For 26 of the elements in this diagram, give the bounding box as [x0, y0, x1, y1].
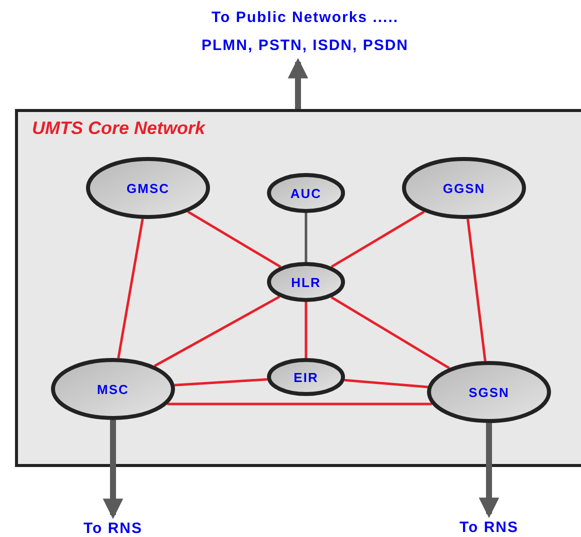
panel-heading: UMTS Core Network: [32, 118, 206, 139]
element-label: GMSC: [126, 180, 170, 196]
arrow: [288, 58, 308, 109]
connection-line: [167, 402, 432, 406]
connection-line: [344, 378, 428, 388]
connection-line: [174, 378, 268, 386]
element-label: EIR: [294, 370, 318, 384]
connection-line: [330, 210, 425, 268]
connection-line: [154, 296, 280, 368]
connection-line: [187, 210, 282, 268]
connection-line: [117, 218, 144, 358]
destination-label: To RNS: [83, 519, 143, 537]
element-label: GGSN: [442, 180, 486, 196]
connection-line: [304, 213, 308, 262]
element-label: AUC: [290, 186, 322, 200]
destination-label: PLMN, PSTN, ISDN, PSDN: [201, 36, 409, 56]
element-label: HLR: [291, 274, 321, 290]
destination-label: To Public Networks .....: [211, 8, 399, 28]
arrow: [102, 420, 124, 520]
connection-line: [304, 302, 308, 358]
connection-line: [330, 296, 450, 370]
arrow: [478, 423, 500, 518]
connection-line: [466, 218, 486, 362]
element-label: MSC: [97, 382, 129, 396]
element-label: SGSN: [468, 384, 510, 400]
destination-label: To RNS: [459, 518, 519, 537]
